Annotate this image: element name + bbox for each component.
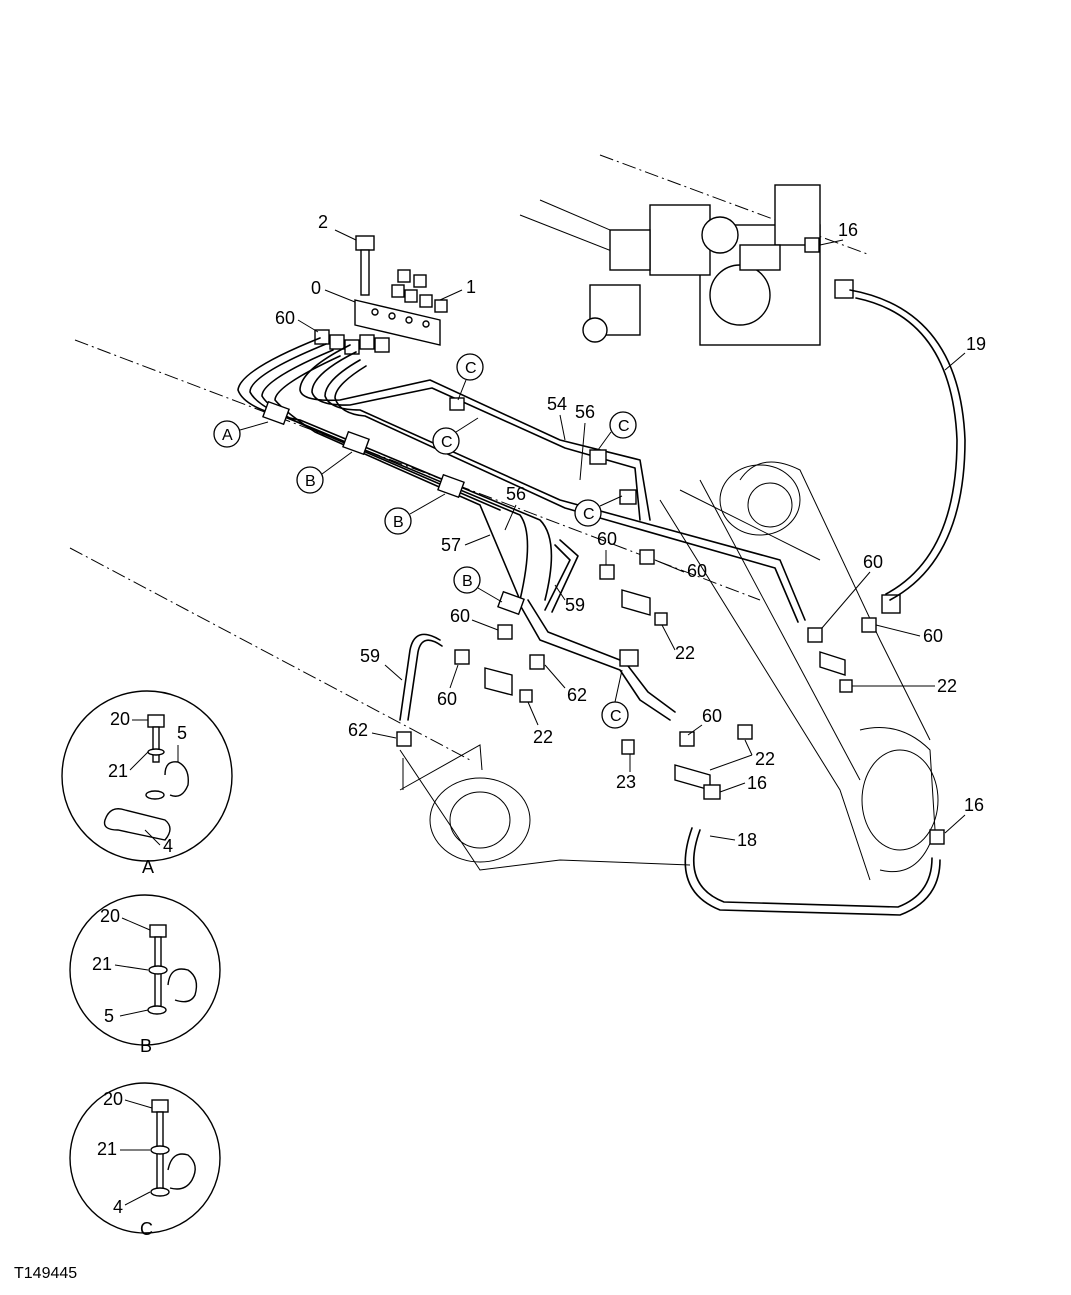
svg-text:B: B (462, 573, 473, 590)
callout: 4 (113, 1197, 123, 1217)
callout: 59 (565, 595, 585, 615)
svg-text:A: A (222, 427, 233, 444)
clip-marker-c (609, 411, 637, 439)
fittings-small (396, 237, 945, 845)
detail-view-c: 20 21 4 C (69, 1082, 221, 1239)
bracket-lines (399, 744, 483, 791)
callout: 23 (616, 772, 636, 792)
svg-text:C: C (583, 506, 595, 523)
tube-bundle (237, 337, 806, 721)
svg-text:C: C (610, 708, 622, 725)
callout: 21 (108, 761, 128, 781)
figure-id: T149445 (14, 1265, 77, 1282)
tee-blocks (484, 589, 846, 791)
hose-18 (684, 827, 941, 916)
callout: 1 (466, 277, 476, 297)
callout: 54 (547, 394, 567, 414)
clip-marker-a (213, 420, 241, 448)
callout: 60 (687, 561, 707, 581)
callout: 57 (441, 535, 461, 555)
clip-marker-c (574, 499, 602, 527)
rollers (429, 464, 939, 863)
callout: 2 (318, 212, 328, 232)
hose-19 (849, 289, 966, 601)
clip-markers: A B B B C C C C C (213, 353, 637, 729)
clip-marker-c (432, 427, 460, 455)
callout: 21 (92, 954, 112, 974)
svg-text:C: C (465, 360, 477, 377)
callout: 60 (863, 552, 883, 572)
svg-text:C: C (441, 434, 453, 451)
callout: 22 (755, 749, 775, 769)
callout: 60 (597, 529, 617, 549)
callout: 19 (966, 334, 986, 354)
callout: 56 (575, 402, 595, 422)
svg-text:B: B (305, 473, 316, 490)
fittings-60-manifold (314, 329, 390, 355)
clip-marker-b (453, 566, 481, 594)
callouts: 2 0 1 60 54 56 56 57 60 60 59 22 60 59 6… (275, 212, 986, 850)
callout: 4 (163, 836, 173, 856)
callout: 18 (737, 830, 757, 850)
detail-view-b: 20 21 5 B (69, 894, 221, 1056)
callout: 59 (360, 646, 380, 666)
svg-text:B: B (393, 514, 404, 531)
callout: 5 (104, 1006, 114, 1026)
detail-letter: C (140, 1219, 153, 1239)
manifold-block (354, 299, 441, 346)
callout: 62 (567, 685, 587, 705)
callout: 20 (103, 1089, 123, 1109)
callout: 56 (506, 484, 526, 504)
callout: 16 (838, 220, 858, 240)
callout: 60 (923, 626, 943, 646)
callout: 20 (100, 906, 120, 926)
clip-marker-b (296, 466, 324, 494)
callout: 20 (110, 709, 130, 729)
callout: 16 (747, 773, 767, 793)
detail-view-a: 20 21 5 4 A (61, 690, 233, 877)
callout: 16 (964, 795, 984, 815)
clip-marker-b (384, 507, 412, 535)
clip-marker-c (456, 353, 484, 381)
detail-letter: A (142, 857, 154, 877)
callout: 62 (348, 720, 368, 740)
callout: 22 (533, 727, 553, 747)
callout: 21 (97, 1139, 117, 1159)
callout: 60 (702, 706, 722, 726)
callout: 60 (275, 308, 295, 328)
callout: 22 (937, 676, 957, 696)
svg-text:C: C (618, 418, 630, 435)
detail-letter: B (140, 1036, 152, 1056)
callout: 60 (437, 689, 457, 709)
callout: 60 (450, 606, 470, 626)
clamps (262, 397, 639, 667)
callout: 22 (675, 643, 695, 663)
boom-cylinder-block (582, 184, 821, 346)
bolt-2-icon (355, 235, 375, 296)
callout: 5 (177, 723, 187, 743)
fittings-1 (391, 269, 448, 313)
callout: 0 (311, 278, 321, 298)
